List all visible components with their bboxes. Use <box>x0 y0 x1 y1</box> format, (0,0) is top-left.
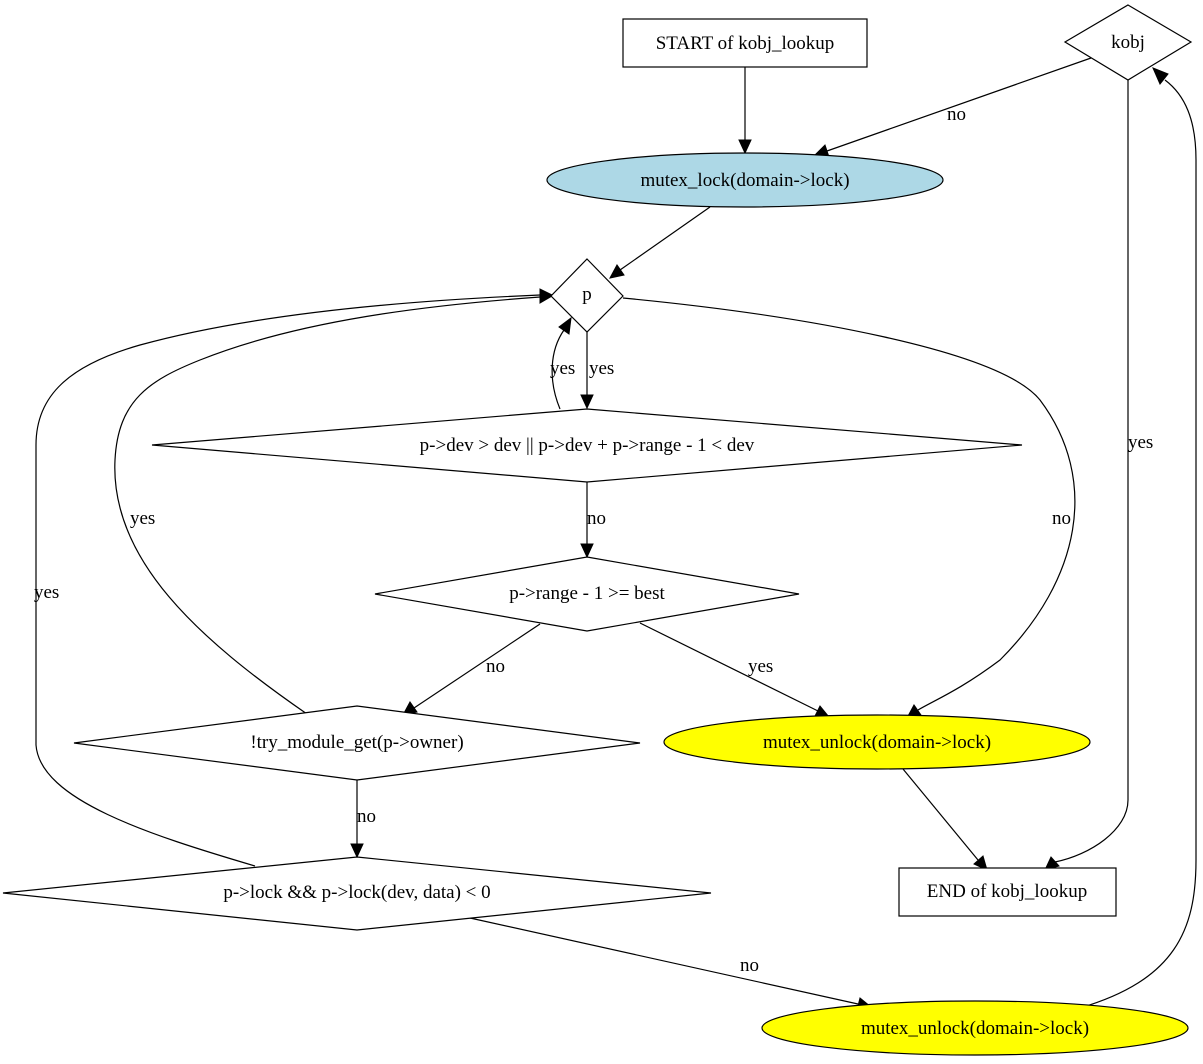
node-lock-check: p->lock && p->lock(dev, data) < 0 <box>2 856 712 931</box>
edge-start-to-mutex-lock <box>738 67 752 155</box>
edge-lock-check-to-unlock-bottom: no <box>469 917 873 1011</box>
node-mutex-lock-label: mutex_lock(domain->lock) <box>640 170 849 191</box>
edge-p-to-range-check: yes <box>580 332 614 410</box>
node-kobj-label: kobj <box>1111 32 1145 53</box>
edge-range-check-to-p: yes <box>550 316 575 410</box>
node-try-module: !try_module_get(p->owner) <box>73 705 641 781</box>
edge-range-check-to-best-check: no <box>580 482 606 559</box>
node-best-check: p->range - 1 >= best <box>374 556 800 632</box>
edge-label-try-yes: yes <box>130 508 155 529</box>
edge-try-module-to-p: yes <box>114 289 554 715</box>
edge-kobj-to-end: yes <box>1044 80 1153 871</box>
node-end: END of kobj_lookup <box>898 867 1117 917</box>
edge-label-range-yes: yes <box>550 358 575 379</box>
node-kobj: kobj <box>1063 4 1193 81</box>
edge-best-check-to-try-module: no <box>402 623 541 716</box>
node-range-check-label: p->dev > dev || p->dev + p->range - 1 < … <box>420 435 755 456</box>
edge-unlock-bottom-to-kobj <box>1079 67 1197 1009</box>
edge-label-lockcheck-yes: yes <box>34 582 59 603</box>
node-start-label: START of kobj_lookup <box>656 33 835 54</box>
node-unlock-bottom: mutex_unlock(domain->lock) <box>761 1000 1189 1056</box>
node-mutex-lock: mutex_lock(domain->lock) <box>546 152 944 208</box>
edge-try-module-to-lock-check: no <box>350 780 376 859</box>
nodes: START of kobj_lookup kobj mutex_lock(dom… <box>2 4 1193 1056</box>
node-p: p <box>550 258 624 333</box>
edge-label-kobj-yes: yes <box>1128 432 1153 453</box>
edge-label-kobj-no: no <box>947 104 966 125</box>
node-lock-check-label: p->lock && p->lock(dev, data) < 0 <box>223 882 490 903</box>
edge-label-lockcheck-no: no <box>740 955 759 976</box>
edge-unlock-right-to-end <box>902 768 988 871</box>
node-unlock-right-label: mutex_unlock(domain->lock) <box>763 732 991 753</box>
edge-label-p-yes: yes <box>589 358 614 379</box>
node-try-module-label: !try_module_get(p->owner) <box>250 732 463 753</box>
edge-kobj-to-mutex-lock: no <box>813 57 1092 158</box>
edge-label-best-no: no <box>486 656 505 677</box>
edge-lock-check-to-p: yes <box>34 288 554 867</box>
edges: no yes yes yes no <box>34 57 1197 1011</box>
edge-label-try-no: no <box>357 806 376 827</box>
edge-label-range-no: no <box>587 508 606 529</box>
edge-best-check-to-unlock-right: yes <box>639 622 831 718</box>
node-start: START of kobj_lookup <box>622 18 868 68</box>
node-best-check-label: p->range - 1 >= best <box>509 583 665 604</box>
edge-label-p-no: no <box>1052 508 1071 529</box>
node-unlock-bottom-label: mutex_unlock(domain->lock) <box>861 1018 1089 1039</box>
node-unlock-right: mutex_unlock(domain->lock) <box>663 714 1091 770</box>
node-p-label: p <box>582 284 592 305</box>
edge-label-best-yes: yes <box>748 656 773 677</box>
edge-p-to-unlock-right: no <box>622 297 1076 719</box>
edge-mutex-lock-to-p <box>609 206 711 279</box>
node-range-check: p->dev > dev || p->dev + p->range - 1 < … <box>151 408 1023 483</box>
node-end-label: END of kobj_lookup <box>927 881 1087 902</box>
